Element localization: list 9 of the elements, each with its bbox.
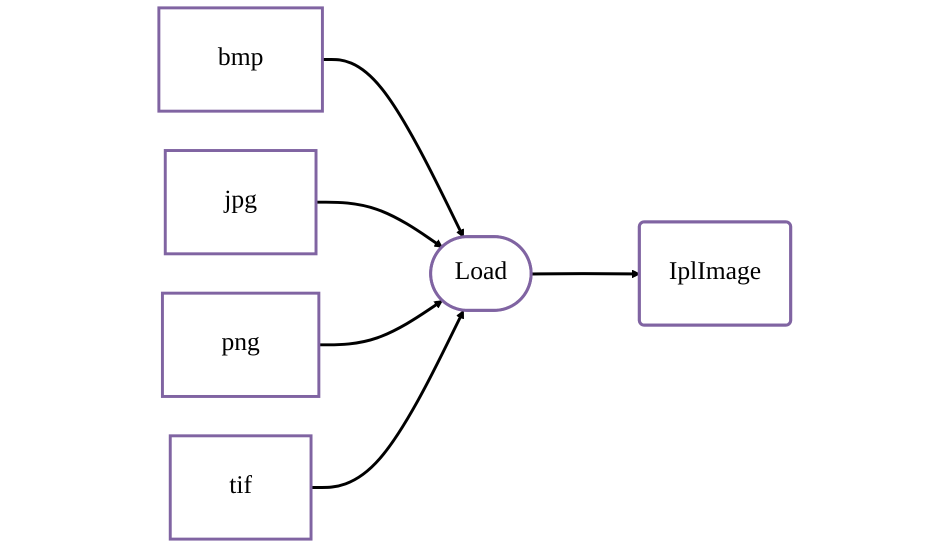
arrow: [319, 300, 444, 346]
arrow: [532, 270, 640, 278]
arrow: [316, 200, 444, 248]
node-box: jpg: [164, 149, 318, 256]
node-box: tif: [169, 434, 313, 541]
arrow: [322, 58, 464, 238]
arrow: [311, 310, 464, 489]
node-box: png: [161, 292, 321, 398]
node-box: bmp: [158, 6, 324, 113]
